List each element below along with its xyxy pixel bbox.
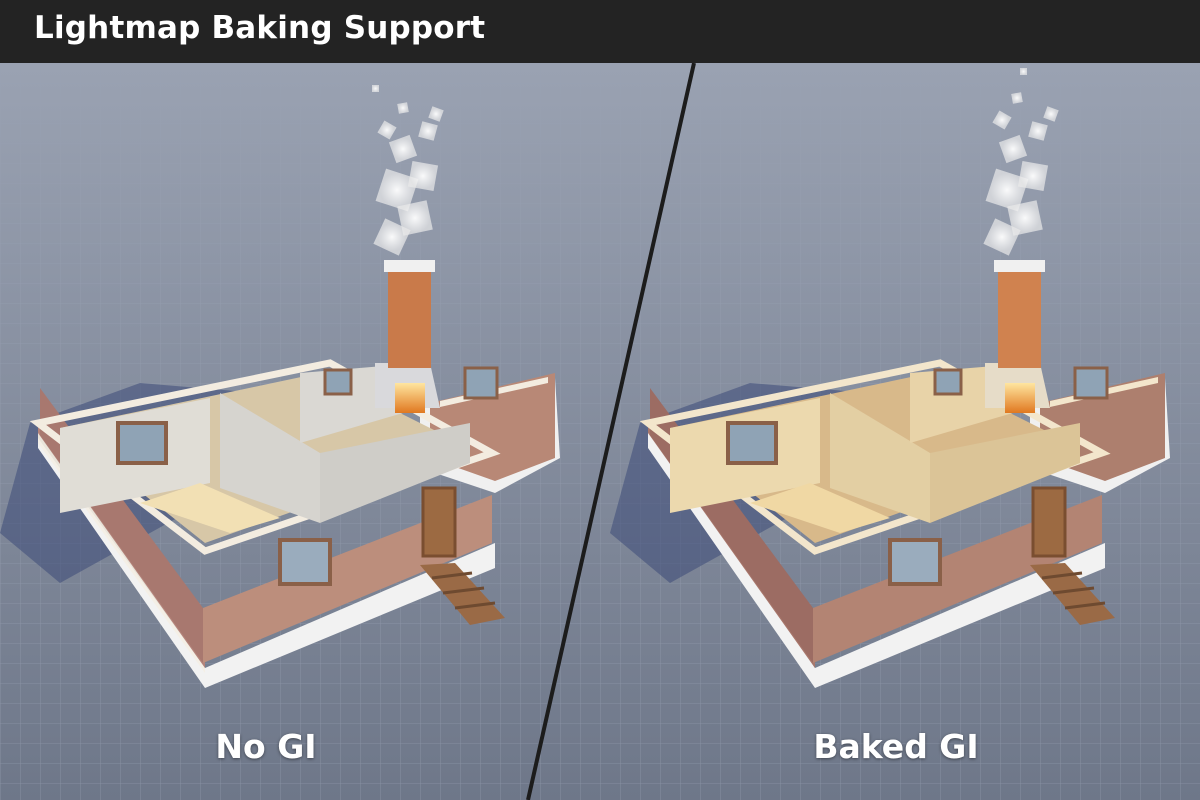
title-bar: Lightmap Baking Support (0, 0, 1200, 63)
panel-divider (526, 63, 696, 800)
house-no-gi (0, 85, 560, 688)
label-no-gi: No GI (215, 727, 317, 766)
label-baked-gi: Baked GI (813, 727, 979, 766)
house-baked-gi (610, 68, 1170, 688)
comparison-scene (0, 63, 1200, 800)
page-title: Lightmap Baking Support (34, 10, 486, 46)
